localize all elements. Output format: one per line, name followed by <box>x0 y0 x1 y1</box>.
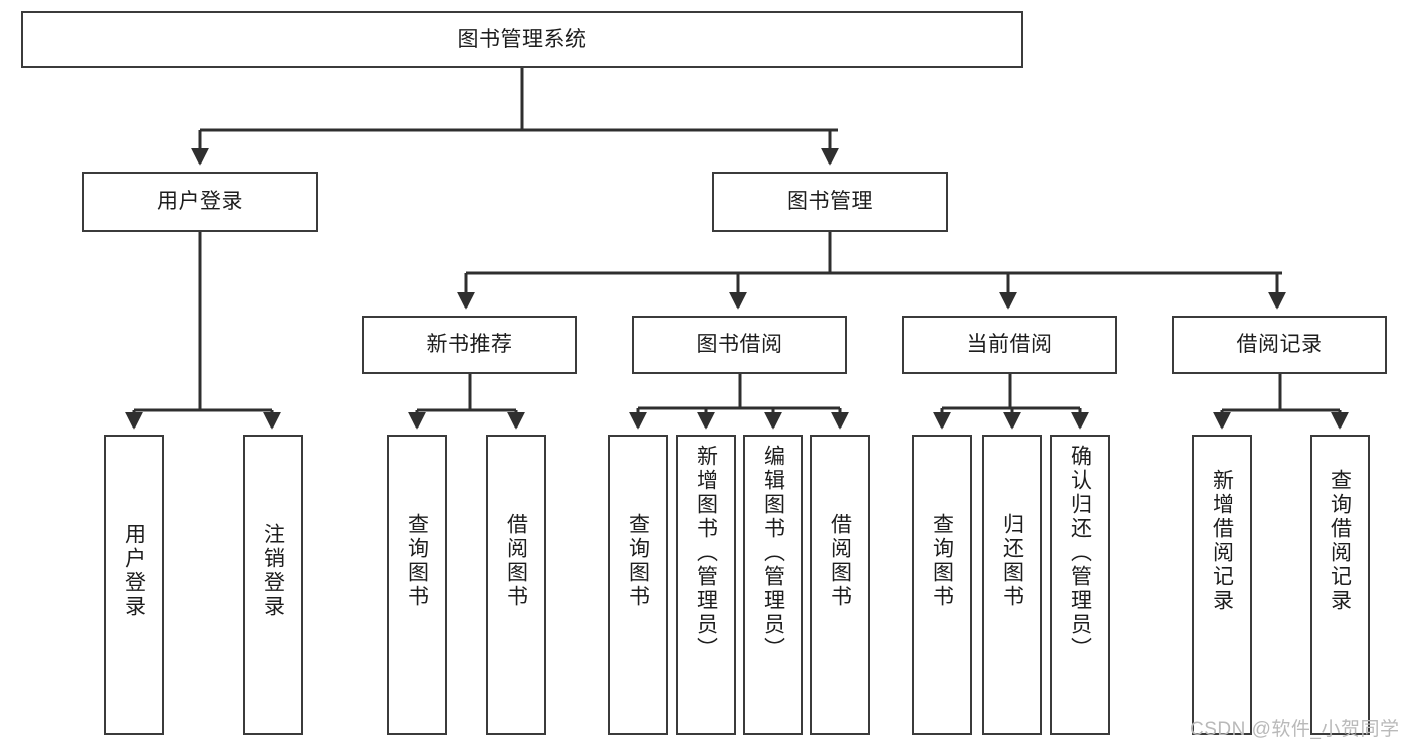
node-current-borrow[interactable]: 当前借阅 <box>902 316 1117 374</box>
leaf-confirm-return-label: 确认归还（管理员） <box>1068 445 1092 661</box>
node-user-login-label: 用户登录 <box>157 190 243 214</box>
leaf-user-login-label: 用户登录 <box>122 523 146 619</box>
node-book-manage[interactable]: 图书管理 <box>712 172 948 232</box>
leaf-query-book-3-label: 查询图书 <box>930 513 954 609</box>
leaf-query-book-2-label: 查询图书 <box>626 513 650 609</box>
leaf-borrow-book-1[interactable]: 借阅图书 <box>486 435 546 735</box>
leaf-borrow-book-1-label: 借阅图书 <box>504 513 528 609</box>
node-root[interactable]: 图书管理系统 <box>21 11 1023 68</box>
leaf-confirm-return[interactable]: 确认归还（管理员） <box>1050 435 1110 735</box>
leaf-add-borrow-record-label: 新增借阅记录 <box>1210 469 1234 613</box>
leaf-edit-book-admin-label: 编辑图书（管理员） <box>761 445 785 661</box>
leaf-query-book-3[interactable]: 查询图书 <box>912 435 972 735</box>
node-book-manage-label: 图书管理 <box>787 190 873 214</box>
node-root-label: 图书管理系统 <box>457 27 587 51</box>
leaf-query-borrow-record[interactable]: 查询借阅记录 <box>1310 435 1370 735</box>
leaf-user-login[interactable]: 用户登录 <box>104 435 164 735</box>
leaf-return-book[interactable]: 归还图书 <box>982 435 1042 735</box>
leaf-query-book-1[interactable]: 查询图书 <box>387 435 447 735</box>
leaf-add-book-admin-label: 新增图书（管理员） <box>694 445 718 661</box>
node-current-borrow-label: 当前借阅 <box>966 333 1053 357</box>
leaf-user-logout[interactable]: 注销登录 <box>243 435 303 735</box>
node-new-book-recommend[interactable]: 新书推荐 <box>362 316 577 374</box>
node-new-book-recommend-label: 新书推荐 <box>426 333 513 357</box>
node-borrow-record-label: 借阅记录 <box>1236 333 1323 357</box>
node-borrow-record[interactable]: 借阅记录 <box>1172 316 1387 374</box>
leaf-add-book-admin[interactable]: 新增图书（管理员） <box>676 435 736 735</box>
leaf-borrow-book-2-label: 借阅图书 <box>828 513 852 609</box>
node-book-borrow[interactable]: 图书借阅 <box>632 316 847 374</box>
leaf-query-book-1-label: 查询图书 <box>405 513 429 609</box>
leaf-query-borrow-record-label: 查询借阅记录 <box>1328 469 1352 613</box>
leaf-query-book-2[interactable]: 查询图书 <box>608 435 668 735</box>
leaf-edit-book-admin[interactable]: 编辑图书（管理员） <box>743 435 803 735</box>
leaf-user-logout-label: 注销登录 <box>261 523 285 619</box>
leaf-add-borrow-record[interactable]: 新增借阅记录 <box>1192 435 1252 735</box>
node-user-login[interactable]: 用户登录 <box>82 172 318 232</box>
csdn-watermark: CSDN @软件_小贺同学 <box>1190 719 1400 740</box>
leaf-borrow-book-2[interactable]: 借阅图书 <box>810 435 870 735</box>
leaf-return-book-label: 归还图书 <box>1000 513 1024 609</box>
node-book-borrow-label: 图书借阅 <box>696 333 783 357</box>
